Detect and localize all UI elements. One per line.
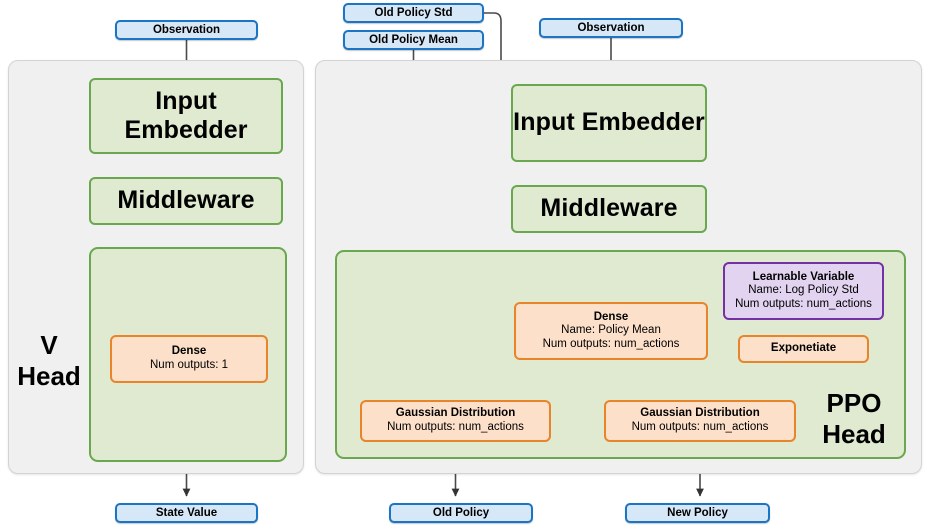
ppo-gaussian-new-node[interactable]: Gaussian Distribution Num outputs: num_a… [604,400,796,442]
ppo-learnable-variable-line3: Num outputs: num_actions [735,297,872,310]
ppo-input-embedder-label: Input Embedder [513,108,705,137]
ppo-gaussian-old-node[interactable]: Gaussian Distribution Num outputs: num_a… [360,400,551,442]
v-middleware-label: Middleware [117,186,255,215]
ppo-head-caption: PPO Head [812,388,896,449]
ppo-gaussian-new-line2: Num outputs: num_actions [631,421,769,433]
ppo-learnable-variable-node[interactable]: Learnable Variable Name: Log Policy Std … [723,262,884,320]
ppo-head-caption-line2: Head [822,418,886,449]
output-old-policy[interactable]: Old Policy [389,503,533,523]
ppo-middleware-label: Middleware [540,194,678,223]
input-observation-ppo[interactable]: Observation [539,18,683,38]
ppo-dense-policy-mean-title: Dense [593,310,629,323]
v-head-caption-line2: Head [17,360,81,391]
ppo-exponetiate-title: Exponetiate [770,342,837,355]
output-new-policy-label: New Policy [667,507,728,519]
input-old-policy-std[interactable]: Old Policy Std [343,3,484,23]
ppo-learnable-variable-line2: Name: Log Policy Std [748,284,859,297]
ppo-dense-policy-mean-line3: Num outputs: num_actions [542,337,680,350]
output-old-policy-label: Old Policy [432,507,490,519]
ppo-gaussian-old-title: Gaussian Distribution [395,407,516,420]
ppo-gaussian-old-line2: Num outputs: num_actions [387,421,524,433]
output-state-value-label: State Value [155,507,218,519]
ppo-learnable-variable-title: Learnable Variable [752,270,855,283]
ppo-dense-policy-mean-line2: Name: Policy Mean [561,324,661,337]
input-old-policy-mean-label: Old Policy Mean [369,34,458,46]
output-state-value[interactable]: State Value [115,503,258,523]
v-head-caption: V Head [10,330,88,391]
ppo-gaussian-new-title: Gaussian Distribution [640,407,760,420]
input-observation-v[interactable]: Observation [115,20,258,40]
ppo-dense-policy-mean-node[interactable]: Dense Name: Policy Mean Num outputs: num… [514,302,708,360]
ppo-head-caption-line1: PPO [826,388,882,418]
v-input-embedder-node[interactable]: Input Embedder [89,78,283,154]
ppo-input-embedder-node[interactable]: Input Embedder [511,84,707,162]
v-dense-node[interactable]: Dense Num outputs: 1 [110,335,268,383]
v-dense-line2: Num outputs: 1 [150,359,228,371]
ppo-exponetiate-node[interactable]: Exponetiate [738,335,869,363]
v-head-caption-line1: V [40,330,58,360]
input-old-policy-mean[interactable]: Old Policy Mean [343,30,484,50]
input-observation-ppo-label: Observation [577,22,645,34]
v-dense-title: Dense [171,345,207,358]
input-observation-v-label: Observation [152,24,221,36]
v-middleware-node[interactable]: Middleware [89,177,283,225]
output-new-policy[interactable]: New Policy [625,503,770,523]
ppo-middleware-node[interactable]: Middleware [511,185,707,233]
input-old-policy-std-label: Old Policy Std [374,7,453,19]
v-input-embedder-label: Input Embedder [124,86,248,145]
